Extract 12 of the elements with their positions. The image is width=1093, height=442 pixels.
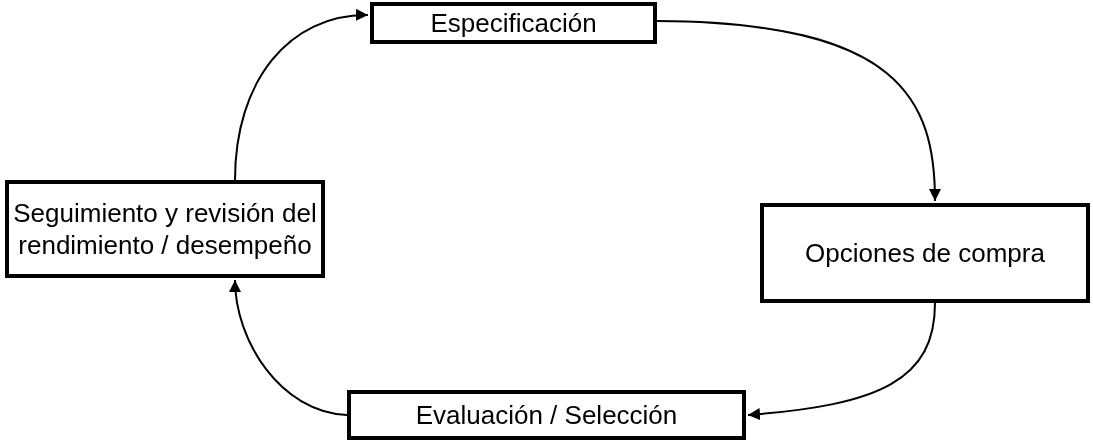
process-box <box>370 2 657 44</box>
process-box <box>760 203 1090 303</box>
curved-arrow <box>234 9 369 181</box>
box-label: Especificación <box>430 6 597 40</box>
box-label: Opciones de compra <box>805 236 1045 270</box>
curved-arrow <box>229 279 348 416</box>
box-label: Evaluación / Selección <box>415 398 678 432</box>
process-box <box>347 390 746 440</box>
process-box <box>5 180 325 278</box>
box-label: Seguimiento y revisión del rendimiento / desempeño <box>12 196 318 262</box>
curved-arrow <box>747 302 936 420</box>
curved-arrow <box>656 20 941 202</box>
